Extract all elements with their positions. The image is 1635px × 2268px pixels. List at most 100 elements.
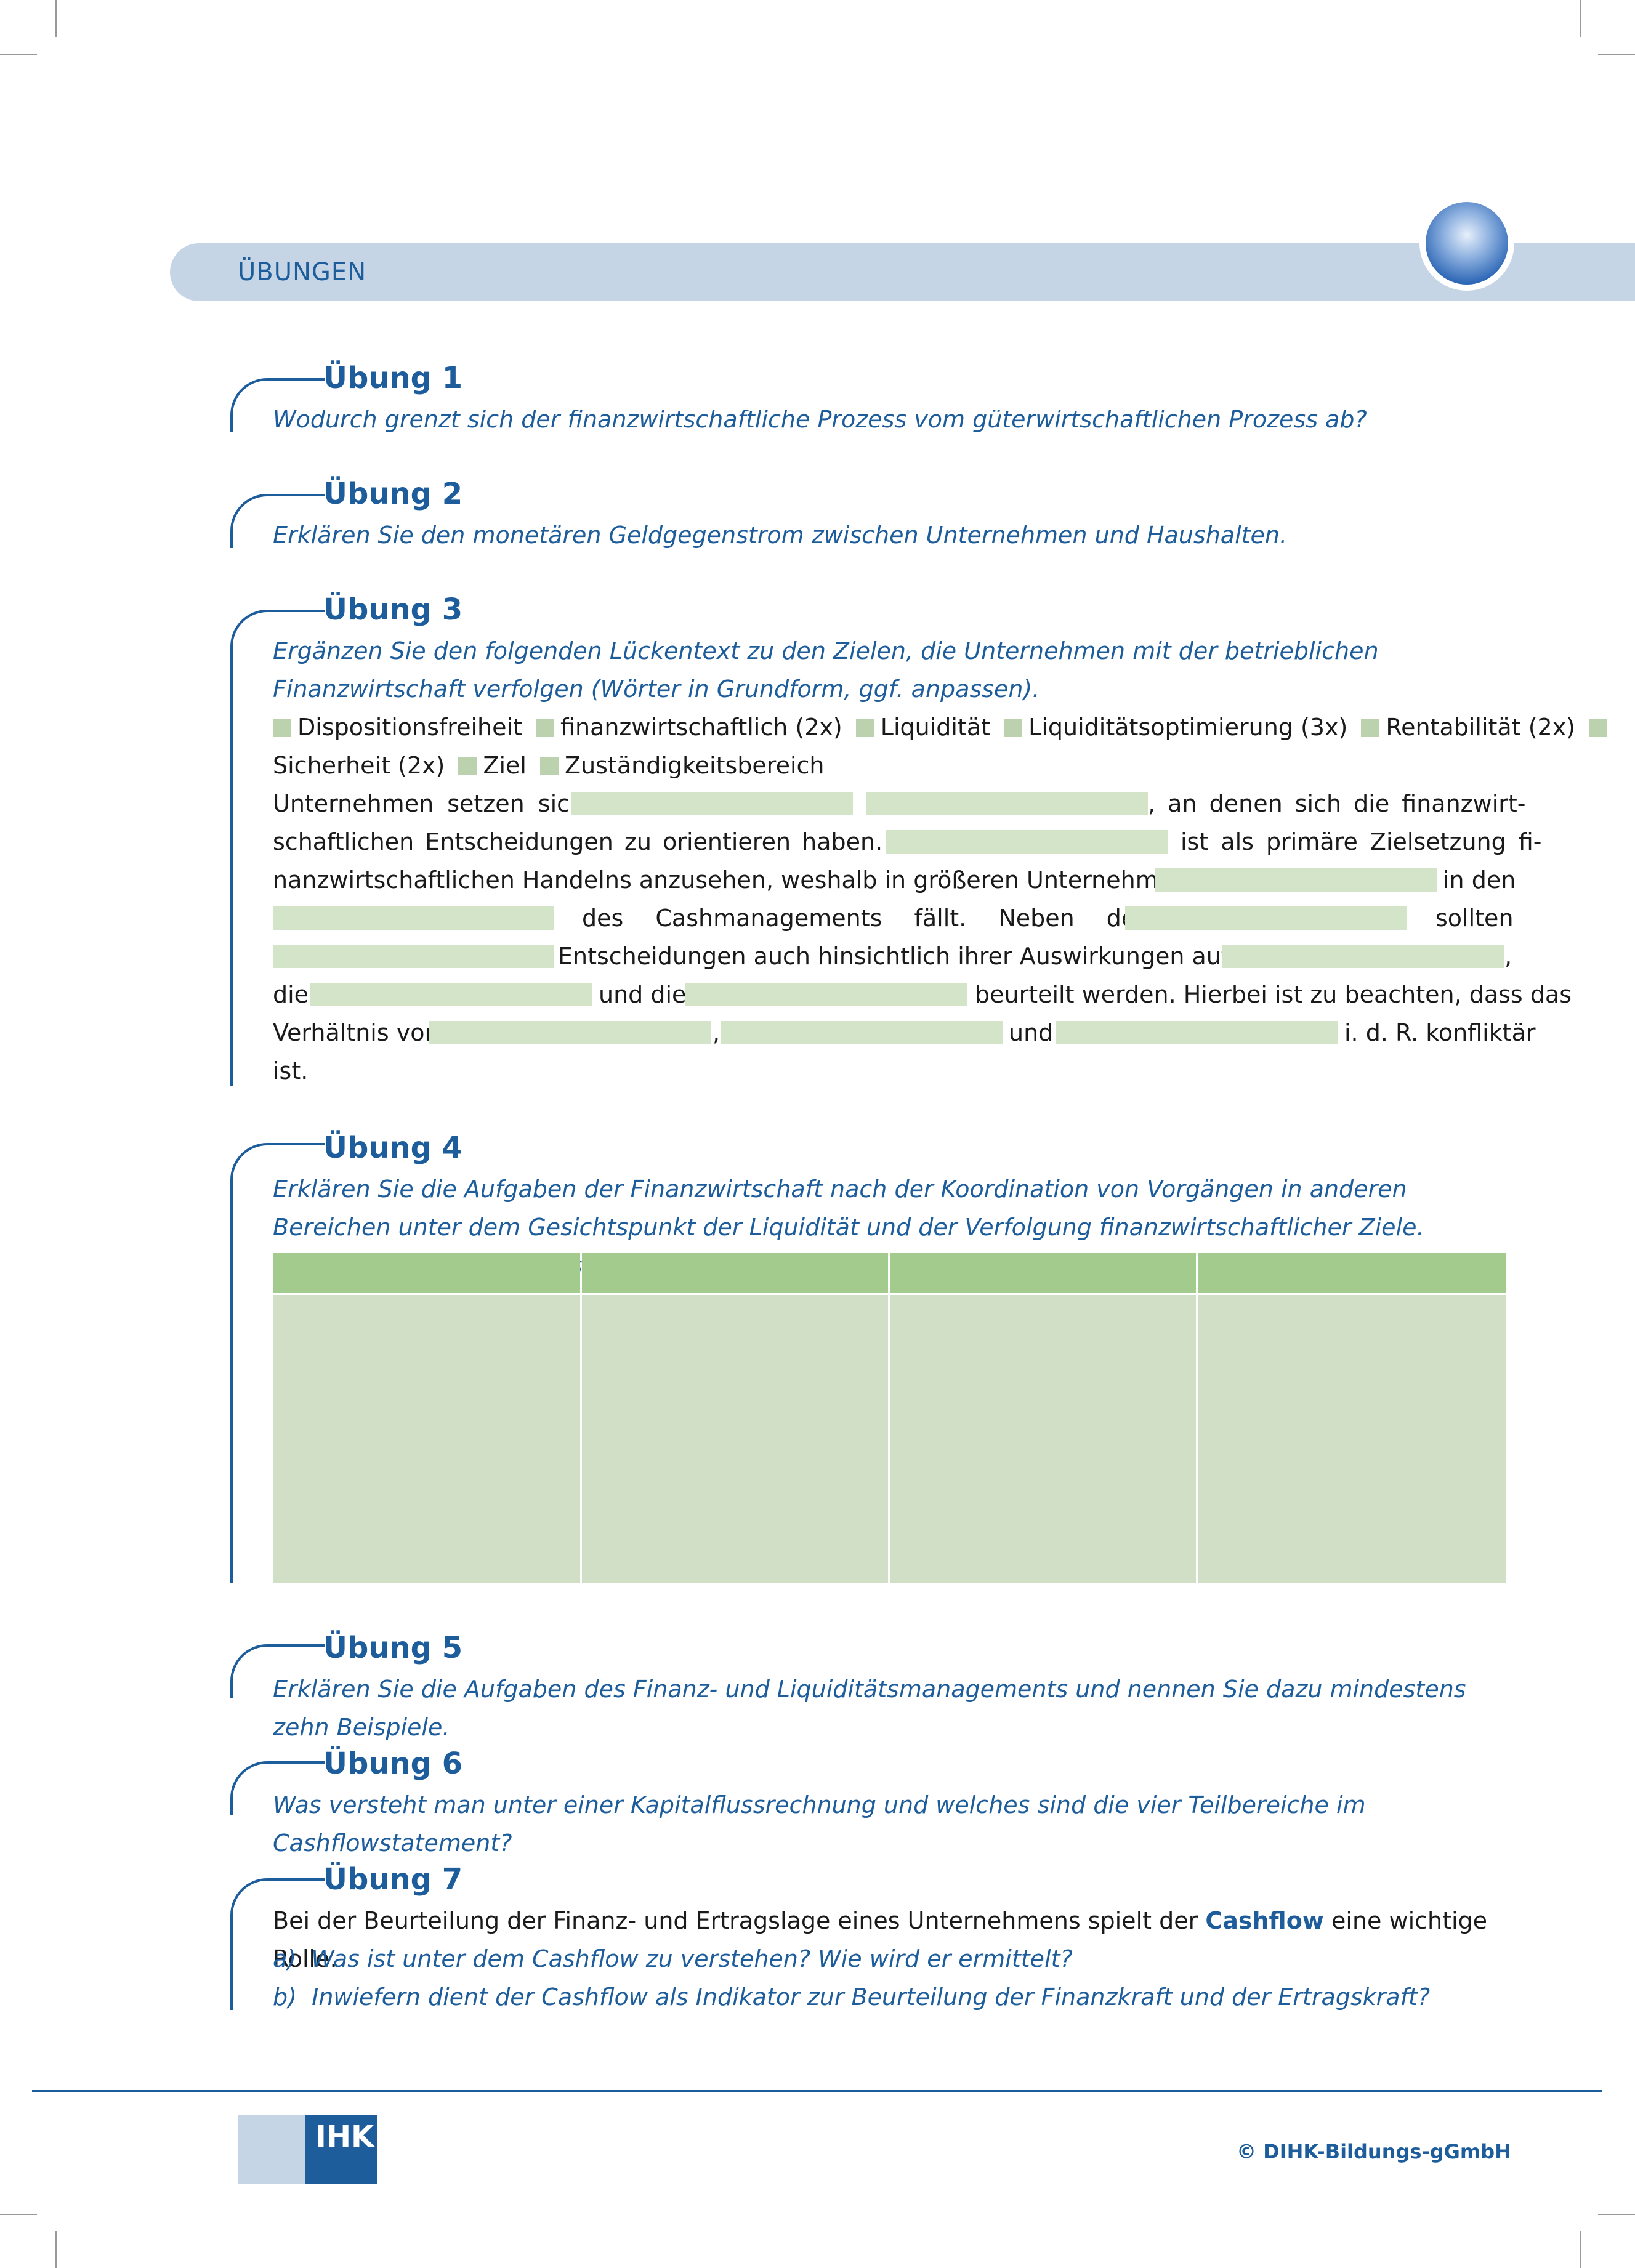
exercise-4-title: Übung 4 [323, 1131, 463, 1165]
footer-rule [32, 2090, 1602, 2092]
cloze-text: , [713, 1019, 721, 1046]
cloze-text: in den [1443, 866, 1516, 894]
question-label: b) [273, 1983, 297, 2011]
word-bullet-icon [1361, 719, 1380, 737]
cloze-text: i. d. R. konfliktär [1344, 1019, 1536, 1046]
crop-mark [1598, 2214, 1635, 2215]
exercise-2-title: Übung 2 [323, 477, 463, 511]
ihk-logo-text: IHK [315, 2120, 374, 2154]
answer-table-header-cell[interactable] [273, 1253, 580, 1293]
word-bank-row-1: Dispositionsfreiheit finanzwirtschaftlic… [273, 708, 1608, 746]
cloze-text: und [1009, 1019, 1054, 1046]
cloze-blank[interactable] [886, 830, 1168, 854]
answer-table-header-cell[interactable] [890, 1253, 1196, 1293]
word-bullet-icon [536, 719, 555, 737]
exercise-7-question-a: a) Was ist unter dem Cashflow zu versteh… [273, 1940, 1511, 1978]
word-bullet-icon [458, 757, 477, 775]
word-bullet-icon [273, 719, 291, 737]
cloze-text: Entscheidungen auch hinsichtlich ihrer A… [558, 943, 1273, 970]
cloze-blank[interactable] [571, 792, 853, 815]
exercise-7-title: Übung 7 [323, 1862, 463, 1897]
cloze-text: schaftlichen Entscheidungen zu orientier… [273, 828, 933, 855]
cloze-text: Verhältnis von [273, 1019, 440, 1046]
exercise-5-question: Erklären Sie die Aufgaben des Finanz- un… [273, 1676, 1466, 1741]
exercise-2-question: Erklären Sie den monetären Geldgegenstro… [273, 522, 1288, 549]
decorative-ball-icon [1426, 202, 1508, 285]
exercise-1-title: Übung 1 [323, 361, 463, 395]
exercise-7-intro-text: Bei der Beurteilung der Finanz- und Ertr… [273, 1907, 1198, 1934]
crop-mark [55, 2231, 57, 2268]
answer-table-header-cell[interactable] [582, 1253, 888, 1293]
cloze-text: beurteilt werden. Hierbei ist zu beachte… [975, 981, 1572, 1008]
exercise-bracket [230, 1143, 325, 1583]
question-label: a) [273, 1945, 297, 1972]
section-header-bar [170, 243, 1635, 301]
answer-table-cell[interactable] [1198, 1295, 1506, 1583]
word-bullet-icon [1004, 719, 1023, 737]
word-bank-item: Liquiditätsoptimierung (3x) [1028, 714, 1348, 741]
word-bank-item: Liquidität [880, 714, 991, 741]
cloze-blank[interactable] [1125, 906, 1407, 930]
exercise-bracket [230, 494, 325, 548]
answer-table-header-cell[interactable] [1198, 1253, 1506, 1293]
word-bank-item: Zuständigkeitsbereich [565, 752, 825, 779]
crop-mark [55, 0, 57, 37]
word-bullet-icon [1589, 719, 1608, 737]
crop-mark [0, 2214, 37, 2215]
cloze-blank[interactable] [310, 983, 592, 1006]
exercise-7-keyword: Cashflow [1205, 1907, 1324, 1934]
exercise-bracket [230, 1761, 325, 1815]
word-bullet-icon [855, 719, 874, 737]
word-bullet-icon [540, 757, 559, 775]
cloze-text: nanzwirtschaftlichen Handelns anzusehen,… [273, 866, 1231, 894]
exercise-1-question: Wodurch grenzt sich der finanzwirtschaft… [273, 406, 1367, 433]
logo-background [238, 2115, 305, 2184]
exercise-bracket [230, 1878, 325, 2010]
exercise-3-title: Übung 3 [323, 592, 463, 627]
cloze-blank[interactable] [685, 983, 967, 1006]
cloze-text: ist als primäre Zielsetzung fi- [1181, 828, 1542, 855]
question-text: Inwiefern dient der Cashflow als Indikat… [312, 1983, 1431, 2011]
answer-table-cell[interactable] [582, 1295, 888, 1583]
crop-mark [0, 54, 37, 55]
cloze-blank[interactable] [273, 906, 554, 930]
cloze-blank[interactable] [273, 945, 554, 968]
exercise-bracket [230, 610, 325, 1086]
cloze-text: des Cashmanagements fällt. Neben der [582, 905, 1145, 932]
cloze-text: und die [599, 981, 687, 1008]
crop-mark [1598, 54, 1635, 55]
section-title: ÜBUNGEN [238, 258, 367, 286]
word-bank-item: Sicherheit (2x) [273, 752, 445, 779]
cloze-blank[interactable] [1222, 945, 1504, 968]
ihk-logo [305, 2115, 377, 2184]
exercise-7-intro: Bei der Beurteilung der Finanz- und Ertr… [273, 1902, 1511, 1978]
cloze-blank[interactable] [1056, 1021, 1338, 1044]
cloze-text: sollten [1435, 905, 1514, 932]
cloze-text: , an denen sich die finanzwirt- [1148, 790, 1526, 817]
word-bank-row-2: Sicherheit (2x) Ziel Zuständigkeitsberei… [273, 746, 1511, 785]
word-bank-item: Ziel [483, 752, 527, 779]
exercise-7-question-b: b) Inwiefern dient der Cashflow als Indi… [273, 1978, 1511, 2016]
answer-table-cell[interactable] [890, 1295, 1196, 1583]
word-bank-item: Rentabilität (2x) [1386, 714, 1576, 741]
crop-mark [1580, 2231, 1581, 2268]
cloze-blank[interactable] [866, 792, 1148, 815]
cloze-blank[interactable] [721, 1021, 1003, 1044]
cloze-text: Unternehmen setzen sich [273, 790, 585, 817]
cloze-blank[interactable] [429, 1021, 711, 1044]
exercise-3-question: Ergänzen Sie den folgenden Lückentext zu… [273, 637, 1379, 703]
cloze-blank[interactable] [1155, 868, 1437, 892]
question-text: Was ist unter dem Cashflow zu verstehen?… [311, 1945, 1073, 1972]
crop-mark [1580, 0, 1581, 37]
cloze-text: ist. [273, 1057, 309, 1084]
exercise-5-title: Übung 5 [323, 1631, 463, 1665]
cloze-text: , [1504, 943, 1512, 970]
exercise-bracket [230, 378, 325, 432]
exercise-6-question: Was versteht man unter einer Kapitalflus… [273, 1791, 1366, 1857]
cloze-text: die [273, 981, 309, 1008]
answer-table-cell[interactable] [273, 1295, 580, 1583]
exercise-6-title: Übung 6 [323, 1746, 463, 1781]
copyright: © DIHK-Bildungs-gGmbH [1237, 2140, 1511, 2163]
word-bank-item: Dispositionsfreiheit [297, 714, 522, 741]
exercise-7-intro-text: eine wichtige Rolle. [273, 1907, 1488, 1972]
